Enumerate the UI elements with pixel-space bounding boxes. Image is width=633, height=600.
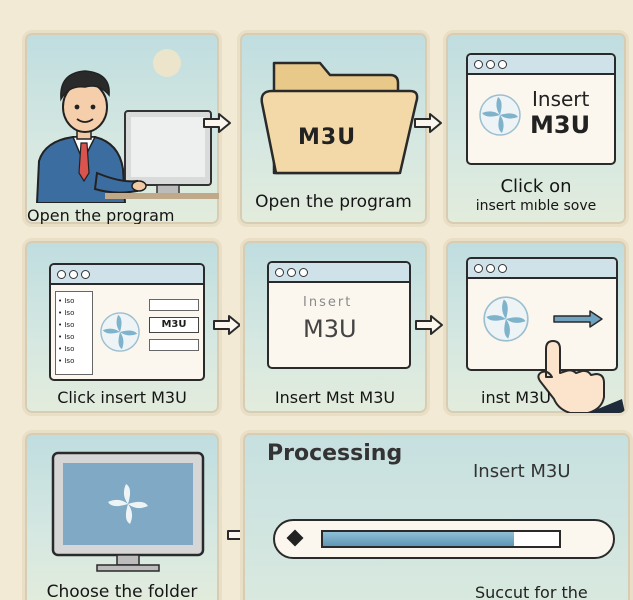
pointing-hand-icon — [537, 340, 626, 413]
arrow-right-icon — [553, 310, 603, 328]
step-panel-8: Processing Insert M3U Succut for the — [240, 430, 633, 600]
step-caption: Click insert M3U — [57, 388, 187, 407]
list-item[interactable]: • Iso — [58, 357, 75, 365]
step-panel-7: Choose the folder — [22, 430, 222, 600]
window-titlebar — [468, 55, 614, 75]
step-caption: Open the program — [27, 206, 175, 225]
app-window — [466, 257, 618, 371]
window-titlebar — [468, 259, 616, 279]
list-item[interactable]: • Iso — [58, 333, 75, 341]
window-control-icon[interactable] — [498, 263, 507, 273]
processing-heading: Processing — [267, 441, 403, 466]
step-panel-2: M3U Open the program — [237, 30, 430, 227]
file-list: • Iso • Iso • Iso • Iso • Iso • Iso — [55, 291, 93, 375]
window-control-icon[interactable] — [486, 263, 495, 273]
window-control-icon[interactable] — [474, 59, 483, 69]
window-label: M3U — [303, 315, 357, 343]
pinwheel-icon — [483, 296, 529, 342]
list-item[interactable]: • Iso — [58, 309, 75, 317]
app-window: Insert M3U — [267, 261, 411, 369]
step-caption: Succut for the — [475, 583, 588, 600]
window-titlebar — [269, 263, 409, 283]
step-caption: inst M3U — [481, 388, 551, 407]
step-caption: Insert Mst M3U — [274, 388, 396, 407]
window-control-icon[interactable] — [287, 267, 296, 277]
list-item[interactable]: • Iso — [58, 297, 75, 305]
arrow-right-icon — [203, 113, 231, 133]
window-label-line1: Insert — [532, 87, 590, 111]
window-control-icon[interactable] — [299, 267, 308, 277]
progress-fill — [323, 532, 515, 546]
step-panel-4: • Iso • Iso • Iso • Iso • Iso • Iso M3U … — [22, 238, 222, 416]
progress-bar — [273, 519, 615, 559]
person-at-computer-illustration — [35, 49, 219, 203]
window-control-icon[interactable] — [498, 59, 507, 69]
insert-m3u-heading: Insert M3U — [473, 461, 571, 482]
window-titlebar — [51, 265, 203, 285]
step-panel-6: inst M3U — [443, 238, 629, 416]
pinwheel-icon — [479, 94, 521, 136]
side-panel: M3U — [149, 299, 199, 375]
step-panel-5: Insert M3U Insert Mst M3U — [240, 238, 430, 416]
insert-m3u-button[interactable]: M3U — [149, 317, 199, 333]
monitor-icon — [51, 451, 205, 572]
arrow-right-icon — [414, 113, 442, 133]
window-label-line2: M3U — [530, 111, 591, 139]
step-caption-line2: insert mıble sove — [475, 198, 597, 214]
app-window: Insert M3U — [466, 53, 616, 165]
window-control-icon[interactable] — [275, 267, 284, 277]
window-faded-text: Insert — [303, 295, 353, 310]
list-item[interactable]: • Iso — [58, 345, 75, 353]
step-panel-3: Insert M3U Click on insert mıble sove — [443, 30, 629, 227]
progress-track — [321, 530, 561, 548]
window-control-icon[interactable] — [69, 269, 78, 279]
progress-indicator-icon — [286, 529, 304, 547]
window-control-icon[interactable] — [81, 269, 90, 279]
window-control-icon[interactable] — [486, 59, 495, 69]
pinwheel-icon — [100, 312, 140, 352]
window-control-icon[interactable] — [57, 269, 66, 279]
window-control-icon[interactable] — [474, 263, 483, 273]
app-window: • Iso • Iso • Iso • Iso • Iso • Iso M3U — [49, 263, 205, 381]
arrow-right-icon — [415, 315, 443, 335]
list-item[interactable]: • Iso — [58, 321, 75, 329]
step-panel-1: Open the program — [22, 30, 222, 227]
folder-label: M3U — [298, 125, 357, 150]
step-caption: Choose the folder — [46, 582, 198, 600]
arrow-right-icon — [213, 315, 241, 335]
folder-icon — [260, 61, 419, 175]
step-caption-line1: Click on — [500, 176, 572, 197]
step-caption: Open the program — [255, 192, 412, 212]
